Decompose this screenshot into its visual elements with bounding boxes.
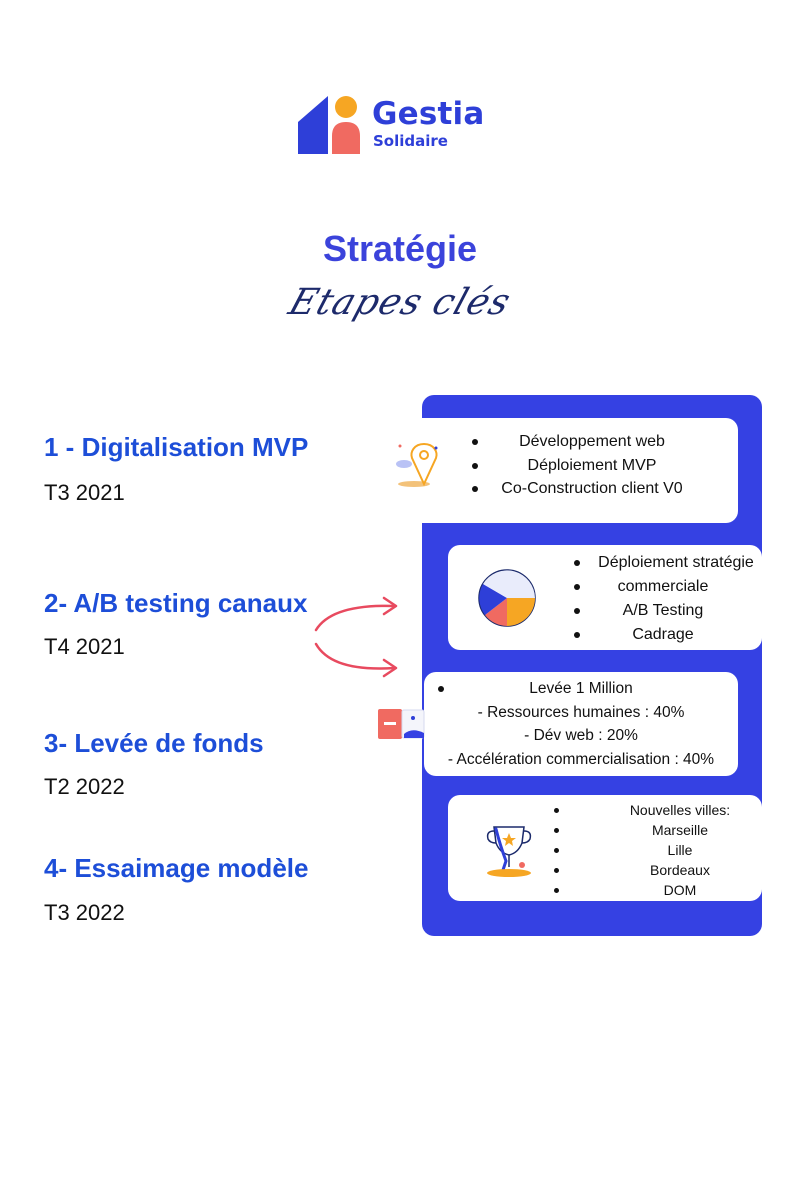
page-subtitle: Etapes clés (283, 282, 517, 323)
list-item: Cadrage (564, 623, 762, 647)
location-pin-icon (396, 442, 438, 487)
trophy-icon (486, 826, 532, 877)
list-item: Marseille (548, 820, 762, 840)
step-date-2: T4 2021 (44, 634, 125, 659)
list-item: Déploiement stratégie (564, 551, 762, 575)
step-title-4: 4- Essaimage modèle (44, 853, 309, 883)
list-item: - Accélération commercialisation : 40% (447, 750, 715, 768)
step-title-1: 1 - Digitalisation MVP (44, 432, 309, 462)
list-item: commerciale (564, 575, 762, 599)
milestone-card-4: Nouvelles villes: Marseille Lille Bordea… (448, 795, 762, 901)
list-item: Développement web (462, 430, 722, 454)
brand-tagline: Solidaire (373, 132, 448, 150)
step-date-1: T3 2021 (44, 480, 125, 505)
list-item: A/B Testing (564, 599, 762, 623)
list-item: Déploiement MVP (462, 454, 722, 478)
brand-name: Gestia (372, 96, 485, 132)
list-item: - Ressources humaines : 40% (477, 703, 685, 721)
milestone-list-4: Nouvelles villes: Marseille Lille Bordea… (548, 800, 762, 900)
step-date-3: T2 2022 (44, 774, 125, 799)
list-item: Co-Construction client V0 (462, 477, 722, 501)
milestone-list-2: Déploiement stratégie commerciale A/B Te… (564, 551, 762, 647)
list-item: DOM (548, 880, 762, 900)
list-item: - Dév web : 20% (524, 727, 638, 744)
list-item: Nouvelles villes: (548, 800, 762, 820)
logo: Gestia Solidaire (298, 94, 498, 156)
milestone-list-3: Levée 1 Million - Ressources humaines : … (424, 677, 738, 771)
curved-arrows-icon (314, 596, 398, 678)
pie-chart-icon (478, 569, 536, 627)
step-title-3: 3- Levée de fonds (44, 728, 264, 758)
logo-mark-icon (298, 96, 360, 154)
page-title: Stratégie (322, 228, 478, 269)
milestone-list-1: Développement web Déploiement MVP Co-Con… (462, 430, 722, 501)
document-icon (378, 709, 425, 739)
milestone-card-2: Déploiement stratégie commerciale A/B Te… (448, 545, 762, 650)
list-item: Bordeaux (548, 860, 762, 880)
step-title-2: 2- A/B testing canaux (44, 588, 308, 618)
milestone-card-3: Levée 1 Million - Ressources humaines : … (424, 672, 738, 776)
list-item: Lille (548, 840, 762, 860)
list-item: Levée 1 Million (424, 677, 738, 701)
step-date-4: T3 2022 (44, 900, 125, 925)
milestone-card-1: Développement web Déploiement MVP Co-Con… (392, 418, 738, 523)
